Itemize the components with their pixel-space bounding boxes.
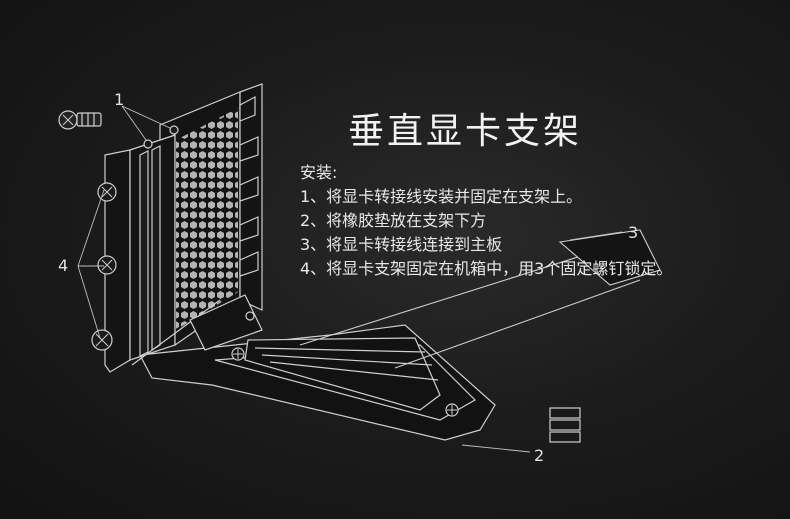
page-title: 垂直显卡支架 — [348, 111, 583, 152]
instruction-step: 2、将橡胶垫放在支架下方 — [300, 211, 487, 230]
instructions-heading: 安装: — [300, 163, 338, 182]
instruction-step: 4、将显卡支架固定在机箱中，用3个固定螺钉锁定。 — [300, 259, 673, 278]
callout-1: 1 — [114, 90, 125, 109]
callout-3: 3 — [628, 223, 639, 242]
instruction-step: 3、将显卡转接线连接到主板 — [300, 235, 503, 254]
riser-board — [139, 324, 496, 441]
leader-lines — [77, 105, 623, 453]
loose-screw-icon — [58, 110, 102, 130]
callout-4: 4 — [58, 256, 69, 275]
rubber-pads — [549, 407, 581, 443]
instruction-step: 1、将显卡转接线安装并固定在支架上。 — [300, 187, 583, 206]
side-screws — [91, 125, 179, 351]
callout-2: 2 — [534, 446, 545, 465]
riser-cable — [299, 229, 661, 369]
install-instructions: 安装: 1、将显卡转接线安装并固定在支架上。 2、将橡胶垫放在支架下方 3、将显… — [300, 161, 672, 281]
vertical-bracket — [104, 83, 263, 373]
